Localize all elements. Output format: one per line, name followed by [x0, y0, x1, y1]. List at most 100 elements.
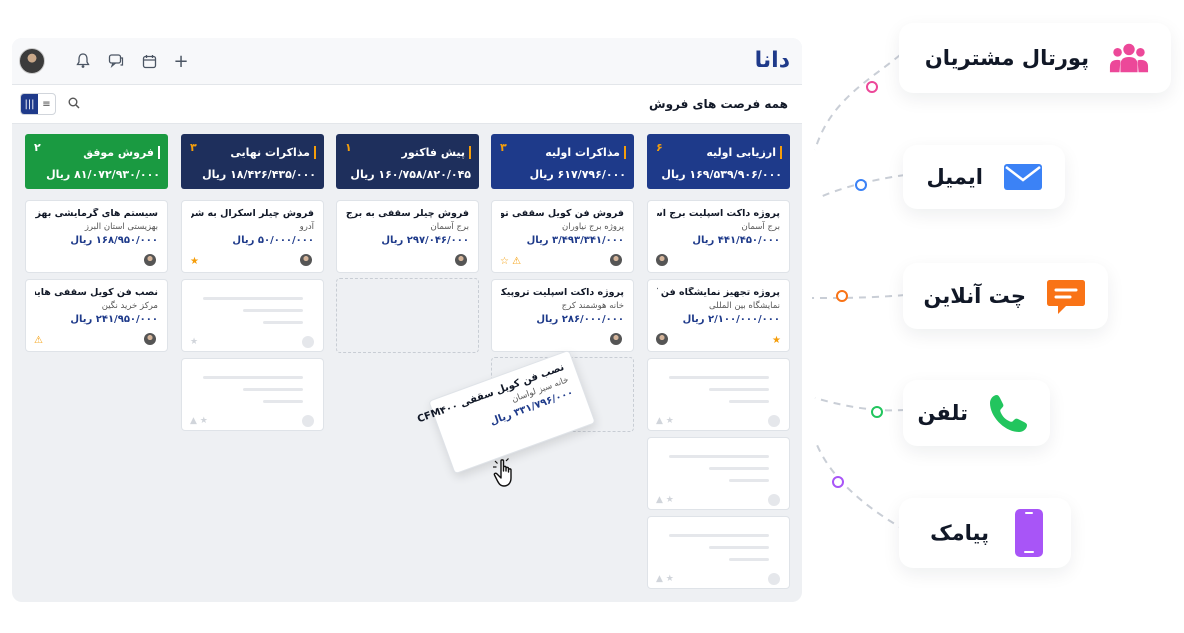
channel-phone[interactable]: تلفن [903, 380, 1050, 446]
placeholder-card: ▲ ★ [647, 358, 790, 431]
channel-customer-portal[interactable]: پورتال مشتریان [899, 23, 1171, 93]
owner-avatar [656, 254, 668, 266]
deal-card[interactable]: فروش چیلر سقفی به برج آسمان برج آسمان ۲۹… [336, 200, 479, 273]
connector-dot [832, 476, 844, 488]
column-count: ۳ [190, 141, 197, 154]
owner-avatar [300, 254, 312, 266]
warning-star-icons[interactable]: ⚠ ☆ [500, 256, 522, 267]
column-name: پیش فاکتور [402, 146, 471, 159]
deal-card[interactable]: پروژه تجهیز نمایشگاه فن کویل نمایشگاه بی… [647, 279, 790, 352]
deal-title: سیستم های گرمایشی بهزیستی [35, 208, 158, 219]
deal-title: فروش چیلر اسکرال به شرکت آدرو [191, 208, 314, 219]
list-view-icon[interactable]: ≡ [42, 98, 51, 110]
view-toggle: ||| ≡ [20, 93, 56, 115]
messages-icon[interactable] [107, 52, 125, 70]
channel-live-chat[interactable]: چت آنلاین [903, 263, 1108, 329]
connector-dot [871, 406, 883, 418]
channel-label: تلفن [917, 401, 968, 425]
drop-zone[interactable] [336, 278, 479, 353]
warning-icon[interactable]: ⚠ [34, 335, 43, 346]
column-amount: ۶۱۷/۷۹۶/۰۰۰ ریال [529, 168, 626, 181]
deal-amount: ۱۶۸/۹۵۰/۰۰۰ ریال [70, 235, 158, 246]
deal-amount: ۴۴۱/۴۵۰/۰۰۰ ریال [692, 235, 780, 246]
top-bar: دانا + [12, 38, 802, 84]
connector-dot [836, 290, 848, 302]
deal-amount: ۲۴۱/۹۵۰/۰۰۰ ریال [70, 314, 158, 325]
deal-card[interactable]: پروژه داکت اسپلیت تروپیکال خانه هوشمند ک… [491, 279, 634, 352]
pipeline-title: همه فرصت های فروش [649, 97, 788, 111]
owner-avatar [610, 333, 622, 345]
column-name: فروش موفق [83, 146, 160, 159]
deal-amount: ۲۹۷/۰۴۶/۰۰۰ ریال [381, 235, 469, 246]
deal-card[interactable]: سیستم های گرمایشی بهزیستی بهزیستی استان … [25, 200, 168, 273]
column-name: مذاکرات اولیه [545, 146, 626, 159]
add-icon[interactable]: + [173, 50, 189, 72]
deal-customer: برج آسمان [741, 222, 780, 232]
placeholder-card: ▲ ★ [647, 516, 790, 589]
column-final-negotiation: مذاکرات نهایی ۳ ۱۸/۴۲۶/۴۳۵/۰۰۰ ریال [181, 134, 324, 189]
column-amount: ۱۶۰/۷۵۸/۸۲۰/۰۴۵ ریال [350, 168, 471, 181]
column-amount: ۱۸/۴۲۶/۴۳۵/۰۰۰ ریال [202, 168, 316, 181]
column-won: فروش موفق ۲ ۸۱/۰۷۲/۹۳۰/۰۰۰ ریال [25, 134, 168, 189]
kanban-view-icon[interactable]: ||| [21, 94, 38, 114]
column-header[interactable]: مذاکرات نهایی ۳ ۱۸/۴۲۶/۴۳۵/۰۰۰ ریال [181, 134, 324, 189]
deal-customer: پروژه برج نیاوران [562, 222, 624, 232]
chat-icon [1046, 276, 1086, 316]
deal-amount: ۵۰/۰۰۰/۰۰۰ ریال [232, 235, 314, 246]
user-avatar[interactable] [19, 48, 45, 74]
column-name: مذاکرات نهایی [230, 146, 316, 159]
deal-customer: خانه هوشمند کرج [561, 301, 624, 311]
deal-card[interactable]: پروژه داکت اسپلیت برج آسمان برج آسمان ۴۴… [647, 200, 790, 273]
star-icon[interactable]: ★ [772, 335, 781, 346]
channel-label: پورتال مشتریان [924, 46, 1089, 70]
users-icon [1109, 38, 1149, 78]
column-count: ۱ [345, 141, 352, 154]
deal-title: نصب فن کویل سقفی هایسنس [35, 287, 158, 298]
deal-amount: ۳/۴۹۳/۳۴۱/۰۰۰ ریال [526, 235, 624, 246]
deal-title: پروژه داکت اسپلیت تروپیکال [501, 287, 624, 298]
channel-label: پیامک [930, 521, 989, 545]
mobile-icon [1009, 509, 1049, 557]
deal-amount: ۲۸۶/۰۰۰/۰۰۰ ریال [536, 314, 624, 325]
column-count: ۶ [656, 141, 663, 154]
owner-avatar [144, 254, 156, 266]
bell-icon[interactable] [74, 52, 92, 70]
deal-card[interactable]: فروش فن کویل سقفی توکار CFM پروژه برج نی… [491, 200, 634, 273]
connector-dot [855, 179, 867, 191]
placeholder-card: ▲ ★ [647, 437, 790, 510]
deal-card[interactable]: فروش چیلر اسکرال به شرکت آدرو آدرو ۵۰/۰۰… [181, 200, 324, 273]
phone-icon [988, 393, 1028, 433]
channel-sms[interactable]: پیامک [899, 498, 1071, 568]
owner-avatar [656, 333, 668, 345]
channel-label: ایمیل [926, 165, 983, 189]
channel-email[interactable]: ایمیل [903, 145, 1065, 209]
column-name: ارزیابی اولیه [706, 146, 782, 159]
search-bar: همه فرصت های فروش ||| ≡ [12, 84, 802, 124]
column-header[interactable]: ارزیابی اولیه ۶ ۱۶۹/۵۳۹/۹۰۶/۰۰۰ ریال [647, 134, 790, 189]
deal-customer: بهزیستی استان البرز [84, 222, 158, 232]
hand-cursor-icon [492, 458, 518, 494]
deal-title: پروژه تجهیز نمایشگاه فن کویل [657, 287, 780, 298]
calendar-icon[interactable] [140, 52, 158, 70]
deal-title: فروش فن کویل سقفی توکار CFM [501, 208, 624, 219]
mail-icon [1003, 157, 1043, 197]
column-header[interactable]: مذاکرات اولیه ۳ ۶۱۷/۷۹۶/۰۰۰ ریال [491, 134, 634, 189]
deal-card[interactable]: نصب فن کویل سقفی هایسنس مرکز خرید نگین ۲… [25, 279, 168, 352]
deal-amount: ۲/۱۰۰/۰۰۰/۰۰۰ ریال [682, 314, 780, 325]
channel-label: چت آنلاین [923, 284, 1027, 308]
column-header[interactable]: پیش فاکتور ۱ ۱۶۰/۷۵۸/۸۲۰/۰۴۵ ریال [336, 134, 479, 189]
column-initial-assessment: ارزیابی اولیه ۶ ۱۶۹/۵۳۹/۹۰۶/۰۰۰ ریال [647, 134, 790, 189]
column-header[interactable]: فروش موفق ۲ ۸۱/۰۷۲/۹۳۰/۰۰۰ ریال [25, 134, 168, 189]
search-icon[interactable] [68, 97, 80, 112]
deal-title: پروژه داکت اسپلیت برج آسمان [657, 208, 780, 219]
deal-title: فروش چیلر سقفی به برج آسمان [346, 208, 469, 219]
app-logo: دانا [754, 48, 790, 73]
column-count: ۲ [34, 141, 41, 154]
star-icon[interactable]: ★ [190, 256, 199, 267]
placeholder-card: ★ [181, 279, 324, 352]
column-count: ۳ [500, 141, 507, 154]
column-proforma: پیش فاکتور ۱ ۱۶۰/۷۵۸/۸۲۰/۰۴۵ ریال [336, 134, 479, 189]
deal-customer: مرکز خرید نگین [101, 301, 158, 311]
placeholder-card: ▲ ★ [181, 358, 324, 431]
deal-customer: برج آسمان [430, 222, 469, 232]
